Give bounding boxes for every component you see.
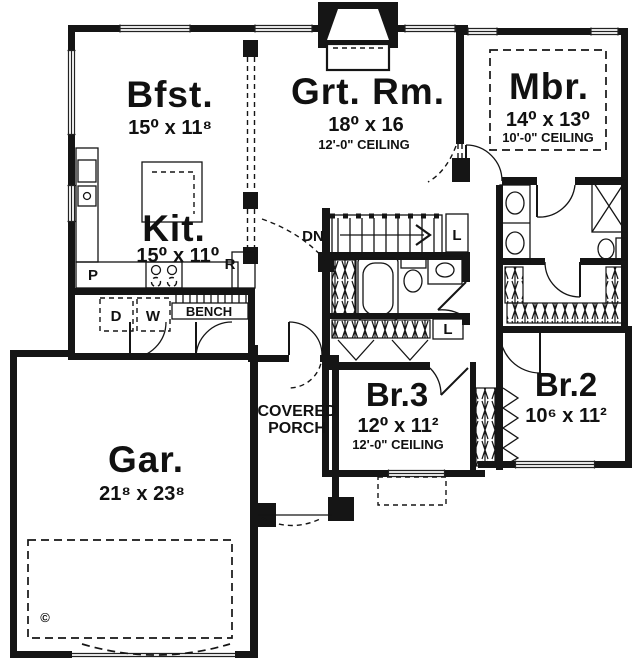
closet-bifold-doors [337,339,429,361]
windows [67,24,619,658]
mbr-label: Mbr. [509,66,589,107]
garage-entry-door [195,321,233,359]
hall-bath-fixtures [331,255,463,321]
kitchen-side-counter [75,147,99,263]
closet-rod-hangers [331,319,431,339]
garage-dims: 21⁸ x 23⁸ [99,483,185,505]
stairs-arrow-icon [415,224,432,246]
hall-bath-door [437,281,467,319]
annotation-labels: DN L L P R D W BENCH © [40,227,461,625]
dryer-box [99,297,134,332]
breakfast-dims: 15⁰ x 11⁸ [128,117,212,139]
interior-walls [68,32,628,470]
range-icon [145,261,183,289]
bench-label: BENCH [186,304,232,319]
washer-box [136,297,171,332]
kitchen-island [141,161,203,223]
bathtub-icon [357,257,399,321]
washer-label: W [146,308,161,325]
br3-dims: 12⁰ x 11² [357,415,438,437]
br2-dims: 10⁶ x 11² [525,405,607,427]
fireplace [318,2,398,72]
kitchen-fixtures [75,147,256,289]
window-bfst-top [119,24,191,33]
kitchen-label: Kit. [142,208,206,249]
doors [129,144,581,396]
linen-lower-label: L [443,321,452,338]
porch-step-swing [261,517,323,527]
bench [171,292,249,320]
garage-details [27,49,607,656]
wic-door [544,261,581,298]
copyright-symbol: © [40,610,50,625]
dryer-label: D [111,308,122,325]
br3-door [429,367,469,396]
mbr-dims: 14⁰ x 13⁰ [506,109,590,131]
br2-closet-accordion-door [501,387,520,467]
linen-upper-label: L [452,227,461,244]
double-vanity-icon [499,184,531,264]
mbr-ceiling-outline [489,49,607,151]
room-labels: Bfst. 15⁰ x 11⁸ Grt. Rm. 18⁰ x 16 12'-0"… [99,66,607,505]
stairs-dn-label: DN [302,228,324,245]
staircase [330,213,469,254]
laundry-fixtures [99,292,249,332]
great-room-arch [427,145,457,183]
garage-door-swing [81,643,231,656]
window-great-room-left [254,24,313,33]
storm-door-swing [288,354,323,389]
great-room-label: Grt. Rm. [291,71,445,112]
shower-icon [591,179,627,233]
wall-oven [77,159,97,183]
br3-label: Br.3 [366,376,428,413]
laundry-door [129,321,167,359]
great-room-dims: 18⁰ x 16 [328,114,404,136]
toilet-icon-2 [597,237,627,261]
garage-label: Gar. [108,439,184,480]
pantry-label: P [88,267,98,284]
porch-label-2: PORCH [268,420,326,437]
mbr-ceiling: 10'-0" CEILING [502,130,594,145]
mbr-bath-door [536,184,576,218]
refrigerator-label: R [225,256,236,273]
br2-door [499,332,541,374]
window-mbr-left [467,27,498,36]
master-bath-fixtures [499,179,627,324]
bedroom-closets [475,387,520,467]
window-bfst-side-1 [67,49,76,136]
front-door [288,321,323,356]
window-br2-bottom [514,460,596,469]
br3-closet-rod [475,387,497,467]
vanity-sink-icon [427,255,463,285]
walk-in-closet-rods [504,266,627,324]
garage-door-opening [72,652,235,658]
toilet-icon [400,257,427,293]
linen-closet-upper [445,213,469,253]
refrigerator-box [231,251,256,289]
cooktop [77,185,97,207]
window-great-room-right [404,24,456,33]
foyer-arch [261,218,327,262]
porch-label-1: COVERED [257,403,336,420]
mbr-door [465,144,503,182]
great-room-ceiling: 12'-0" CEILING [318,137,410,152]
br3-window-bay [377,476,447,506]
window-mbr-right [590,27,619,36]
hall-closet [331,318,464,340]
linen-shelves [331,259,357,316]
window-bfst-side-2 [67,184,76,223]
kitchen-dims: 15⁰ x 11⁰ [136,245,219,267]
breakfast-label: Bfst. [126,74,213,115]
br2-label: Br.2 [535,366,597,403]
garage-parking-outline [27,539,233,639]
linen-closet-lower [432,318,464,340]
br3-ceiling: 12'-0" CEILING [352,437,444,452]
